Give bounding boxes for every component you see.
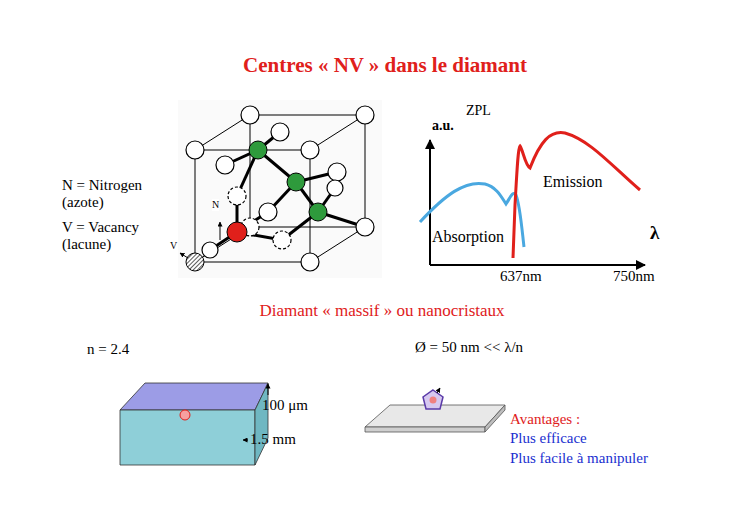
advantage-item: Plus efficace [510, 430, 587, 447]
size-note: Ø = 50 nm << λ/n [415, 339, 523, 356]
spectrum-chart [420, 133, 645, 265]
section-heading: Diamant « massif » ou nanocristaux [259, 301, 504, 321]
refractive-index: n = 2.4 [87, 341, 129, 358]
legend-text: N = Nitrogen (azote) [62, 177, 162, 212]
axis-label: λ [650, 222, 659, 244]
atom-label: V [170, 240, 177, 252]
dimension: 100 μm [262, 397, 308, 414]
advantages-heading: Avantages : [510, 411, 580, 428]
slide-title: Centres « NV » dans le diamant [243, 53, 527, 77]
bulk-diamond-slab [120, 383, 268, 465]
curve-label: Absorption [432, 228, 504, 246]
tick-label: 637nm [500, 268, 542, 285]
crystal-structure [178, 100, 382, 278]
atom-label: N [212, 199, 219, 211]
peak-label: ZPL [466, 103, 491, 119]
nanocrystal-on-plate [365, 388, 505, 432]
curve-label: Emission [543, 173, 603, 191]
legend-text: V = Vacancy (lacune) [62, 219, 162, 254]
advantage-item: Plus facile à manipuler [510, 450, 648, 467]
axis-label: a.u. [432, 118, 454, 134]
dimension: 1.5 mm [250, 431, 296, 448]
tick-label: 750nm [613, 268, 655, 285]
